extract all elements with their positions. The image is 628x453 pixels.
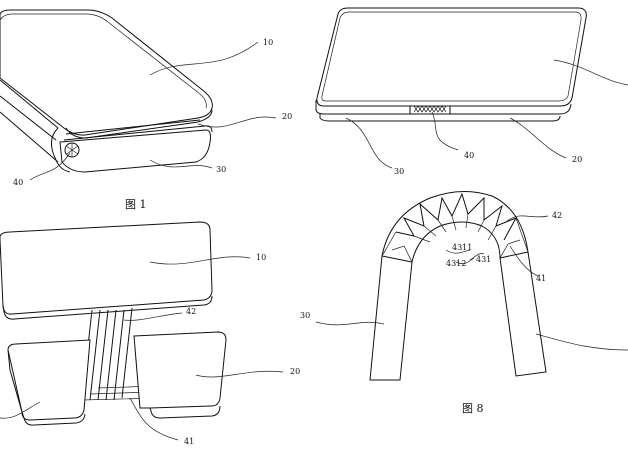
fig1-label-20: 20 bbox=[282, 112, 292, 121]
fig8-label-42: 42 bbox=[552, 211, 562, 220]
fig8-label-431: 431 bbox=[476, 255, 491, 264]
fig8-left-arm bbox=[369, 255, 413, 381]
fig1-label-10: 10 bbox=[263, 38, 273, 47]
fig1-label-40: 40 bbox=[13, 178, 23, 187]
fig8-label-4311: 4311 bbox=[452, 243, 472, 252]
fig1-panel-10 bbox=[0, 9, 213, 136]
fig8-label-4312: 4312 bbox=[446, 259, 466, 268]
fig8-label-30: 30 bbox=[300, 311, 310, 320]
fig2-label-20: 20 bbox=[572, 155, 582, 164]
fig2-label-30: 30 bbox=[394, 167, 404, 176]
fig3-label-41: 41 bbox=[184, 437, 194, 446]
figure-3: 10 42 20 41 bbox=[0, 221, 300, 446]
fig2-label-40: 40 bbox=[464, 151, 474, 160]
fig1-caption: 图 1 bbox=[125, 198, 147, 211]
figure-8: 42 4311 431 4312 41 30 图 8 bbox=[300, 190, 628, 415]
fig3-panel-10 bbox=[0, 221, 213, 315]
fig3-label-10: 10 bbox=[256, 253, 266, 262]
fig8-right-arm bbox=[499, 251, 547, 377]
fig8-label-41: 41 bbox=[536, 274, 546, 283]
fig3-panel-20 bbox=[133, 331, 227, 409]
fig2-hinge-40 bbox=[409, 105, 451, 114]
fig8-caption: 图 8 bbox=[462, 402, 484, 415]
fig3-label-20: 20 bbox=[290, 367, 300, 376]
fig3-panel-30 bbox=[7, 339, 91, 421]
figure-1: 10 20 30 40 图 1 bbox=[0, 9, 292, 211]
fig1-hinge-40 bbox=[64, 142, 80, 158]
fig1-label-30: 30 bbox=[216, 165, 226, 174]
fig2-panel-top bbox=[316, 7, 587, 107]
figure-2: 30 40 20 bbox=[315, 7, 628, 176]
fig3-label-42: 42 bbox=[186, 307, 196, 316]
fig8-tooth-ring-431 bbox=[381, 192, 529, 263]
fig1-panel-30 bbox=[59, 129, 211, 173]
